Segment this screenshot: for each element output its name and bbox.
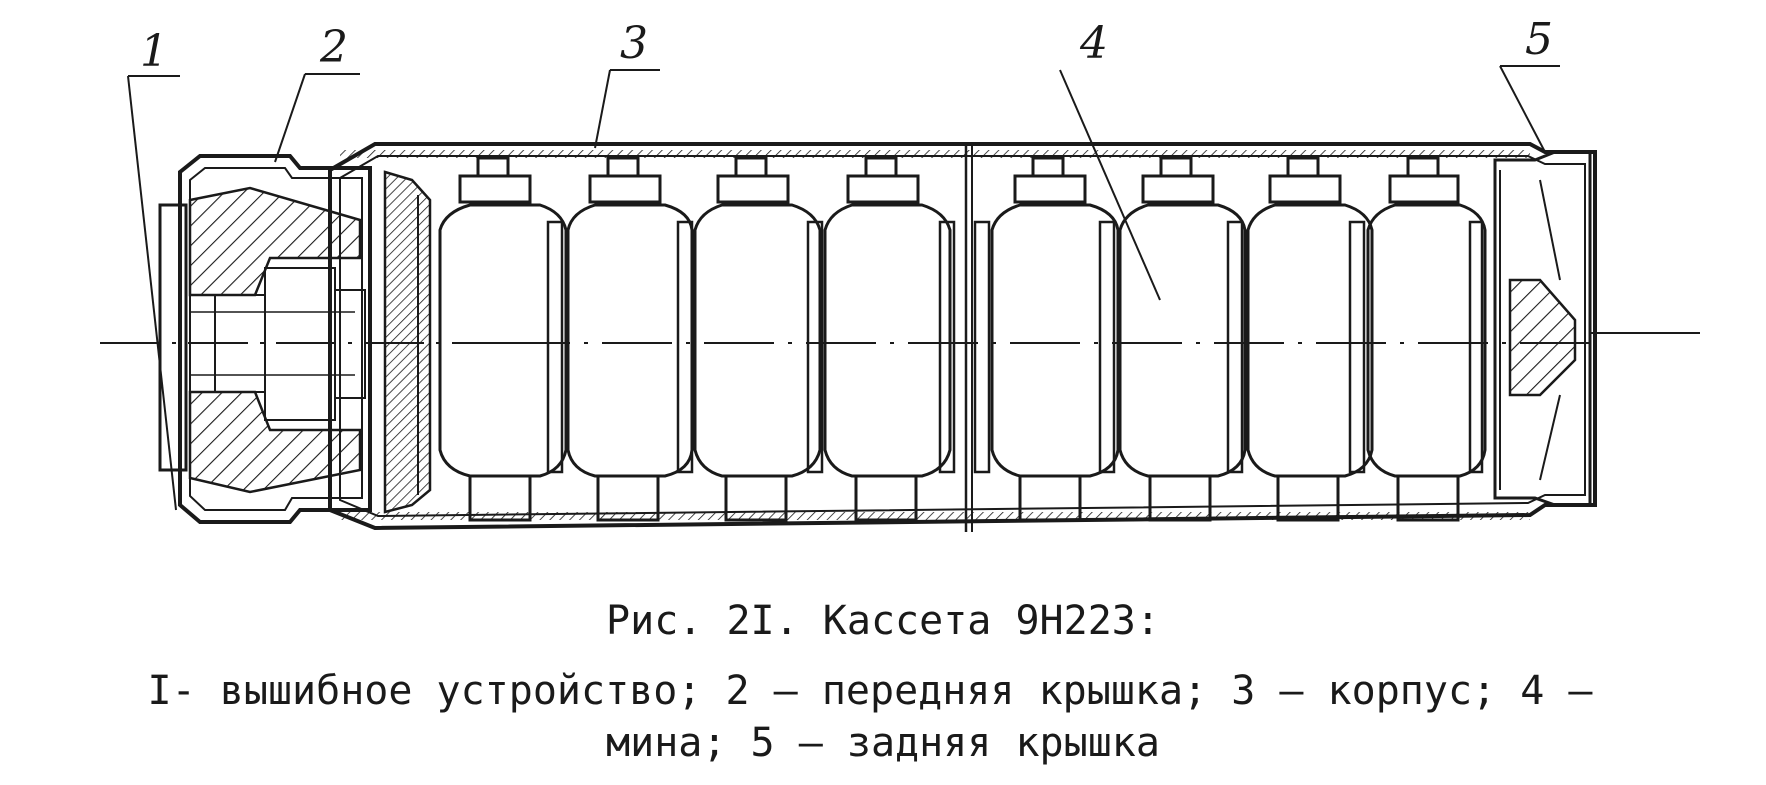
center-axis-line [100, 332, 1700, 344]
mine-6 [1118, 156, 1247, 522]
spacer-1 [546, 220, 564, 474]
mine-2 [566, 156, 694, 522]
spacer-5 [973, 220, 991, 474]
front-cover [158, 154, 372, 524]
mine-3 [693, 156, 822, 522]
mine-4 [823, 156, 952, 522]
ejection-device [188, 186, 366, 494]
mine-8 [1366, 156, 1487, 522]
mine-5 [990, 156, 1120, 522]
label-2: 2 [320, 22, 348, 73]
spacer-3 [806, 220, 824, 474]
spacer-4 [938, 220, 956, 474]
figure-caption-legend-line-1: I- вышибное устройство; 2 – передняя кры… [147, 668, 1593, 714]
figure-caption-title: Рис. 2I. Кассета 9Н223: [606, 598, 1160, 644]
leader-lines [127, 65, 1560, 511]
body-shell [328, 142, 1597, 532]
label-3: 3 [620, 18, 648, 69]
spacer-8 [1348, 220, 1366, 474]
label-5: 5 [1525, 14, 1553, 65]
spacer-2 [676, 220, 694, 474]
rear-cover [1493, 150, 1592, 507]
spacer-9 [1468, 220, 1484, 474]
spacer-6 [1098, 220, 1116, 474]
mine-7 [1246, 156, 1374, 522]
pusher-plate [383, 170, 432, 514]
figure-caption-legend-line-2: мина; 5 – задняя крышка [606, 720, 1160, 766]
label-4: 4 [1080, 18, 1108, 69]
label-1: 1 [140, 26, 168, 77]
mine-1 [438, 156, 568, 522]
spacer-7 [1226, 220, 1244, 474]
mines-group [438, 156, 1487, 522]
